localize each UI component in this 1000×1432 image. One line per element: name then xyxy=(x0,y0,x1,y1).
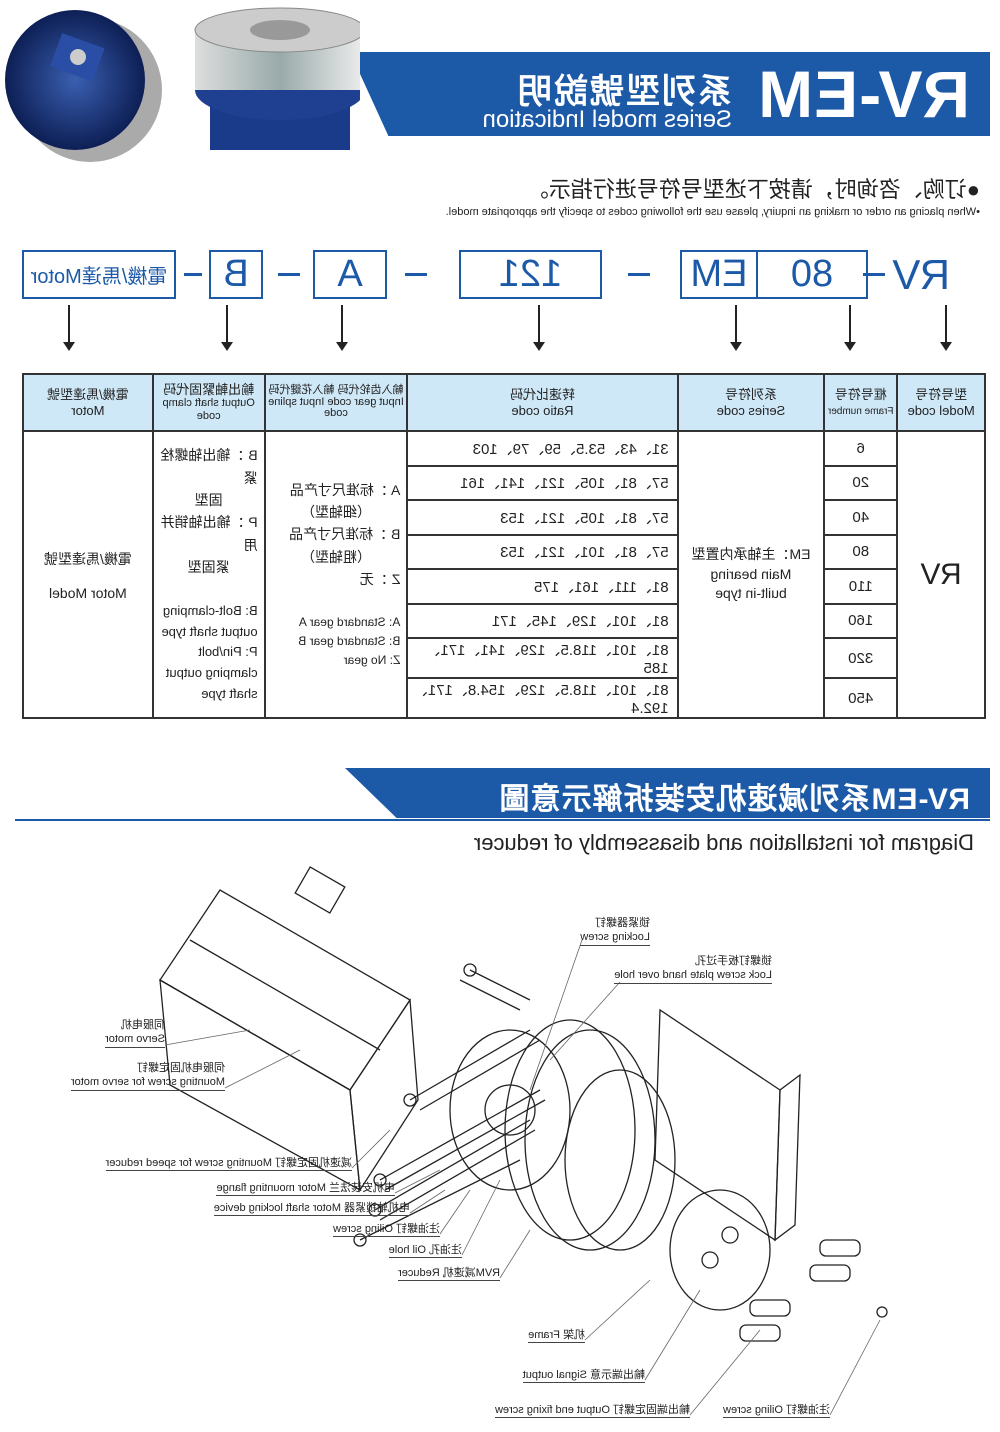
code-output: B xyxy=(209,250,263,299)
dash xyxy=(278,273,300,276)
divider xyxy=(15,819,990,821)
frame-drawing xyxy=(654,1008,801,1311)
frame-cell: 80 xyxy=(824,534,898,569)
ratio-cell: 57、81、105、121、153 xyxy=(407,500,678,535)
intro-en: •When placing an order or making an inqu… xyxy=(445,206,980,218)
code-model: RV xyxy=(892,250,950,298)
frame-cell: 450 xyxy=(824,678,898,718)
dash xyxy=(405,273,427,276)
ratio-cell: 31、43、53.5、59、79、103 xyxy=(407,431,678,466)
servo-motor-drawing xyxy=(159,866,419,1192)
label-oiling-screw-2: 注油螺钉 Oiling screw xyxy=(723,1403,830,1419)
ratio-cell: 57、81、105、121、141、161 xyxy=(407,465,678,500)
label-reducer: RVM减速机 Reducer xyxy=(398,1266,500,1282)
label-signal-output: 輸出端示意 Signal output xyxy=(522,1368,645,1384)
frame-cell: 320 xyxy=(824,638,898,678)
frame-cell: 40 xyxy=(824,500,898,535)
ratio-cell: 81、111、161、175 xyxy=(407,569,678,604)
dash xyxy=(184,273,202,276)
arrow-icon xyxy=(735,305,737,345)
output-screws-drawing xyxy=(739,1239,888,1342)
title-en: Series model Indication xyxy=(482,106,732,133)
label-frame: 机架 Frame xyxy=(528,1328,585,1344)
output-cell: B ：输出轴螺栓紧固型 P ：输出轴销并用紧固型 B: Bolt-clampin… xyxy=(152,431,265,718)
code-frame-series-box: 80 EM xyxy=(680,250,868,299)
input-cell: A ：标准尺寸产品（细轴型） B ：标准尺寸产品（粗轴型） Z ：无 A: St… xyxy=(264,431,408,718)
arrow-icon xyxy=(849,305,851,345)
arrow-icon xyxy=(945,305,947,345)
exploded-diagram xyxy=(159,866,888,1416)
arrow-icon xyxy=(341,305,343,345)
frame-cell: 6 xyxy=(824,431,898,466)
ratio-cell: 81、101、118.5、129、141、171、185 xyxy=(407,638,678,678)
code-input: A xyxy=(313,250,387,299)
arrow-icon xyxy=(226,305,228,345)
reducer-drawing xyxy=(449,1019,676,1251)
label-output-screw: 輸出端固定螺钉 Output end fixing screw xyxy=(494,1403,690,1419)
frame-cell: 110 xyxy=(824,569,898,604)
label-reducer-screw: 减速机固定螺钉 Mounting screw for speed reducer xyxy=(105,1156,352,1172)
frame-cell: 20 xyxy=(824,465,898,500)
code-frame: 80 xyxy=(790,253,834,295)
ratio-cell: 81、101、118.5、129、154.8、171、192.4 xyxy=(407,678,678,718)
label-oiling-screw: 注油螺钉 Oiling screw xyxy=(333,1222,440,1238)
section-title-en: Diagram for installation and disassembly… xyxy=(473,830,974,855)
label-flange: 电机安装法兰 Motor mounting flange xyxy=(216,1181,395,1197)
intro-cn: ●订购、咨询时，请按下述型号符号进行指示。 xyxy=(526,177,980,202)
screws-drawing xyxy=(353,963,546,1247)
code-ratio: 121 xyxy=(459,250,602,299)
dash xyxy=(628,273,650,276)
code-motor: 電機/馬達Motor xyxy=(22,250,176,299)
leader-lines xyxy=(164,939,881,1416)
model-cell: RV xyxy=(897,431,985,718)
product-photo xyxy=(5,7,360,162)
label-shaft-lock: 电机轴锁紧器 Motor shaft locking device xyxy=(213,1201,410,1217)
label-oil-hole: 注油孔 Oil hole xyxy=(388,1243,462,1259)
arrow-icon xyxy=(538,305,540,345)
frame-cell: 160 xyxy=(824,603,898,638)
ratio-cell: 81、101、129、145、171 xyxy=(407,603,678,638)
model-title: RV-EM xyxy=(757,57,970,131)
arrow-icon xyxy=(68,305,70,345)
ratio-cell: 57、81、101、121、153 xyxy=(407,534,678,569)
code-series: EM xyxy=(682,252,758,297)
section-title-cn: RV-EM系列减速机安装拆解示意圖 xyxy=(498,783,970,816)
